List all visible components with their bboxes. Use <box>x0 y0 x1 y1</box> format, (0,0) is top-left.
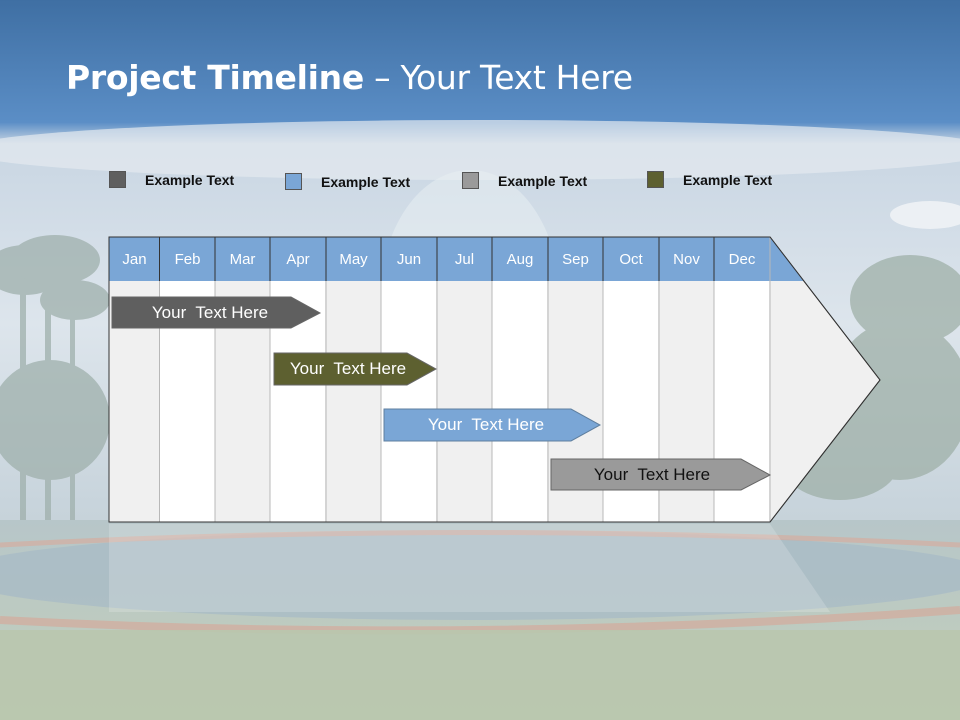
task-bar <box>111 296 322 329</box>
month-label: Jul <box>454 250 475 268</box>
legend-swatch <box>285 173 302 190</box>
title-bold: Project Timeline <box>66 58 364 97</box>
month-label: Jan <box>122 250 147 268</box>
legend-item: Example Text <box>285 173 410 190</box>
month-label: Aug <box>506 250 534 268</box>
month-label: Sep <box>562 250 589 268</box>
legend-item: Example Text <box>647 171 772 188</box>
legend-label: Example Text <box>321 173 411 190</box>
legend-swatch <box>462 172 479 189</box>
legend-label: Example Text <box>683 171 773 188</box>
task-bar-label: Your Text Here <box>289 359 407 378</box>
month-label: May <box>339 250 368 268</box>
header-dividers <box>159 237 715 281</box>
task-bar-label: Your Text Here <box>151 302 269 322</box>
task-bar <box>383 408 602 442</box>
title-rest: – Your Text Here <box>363 58 633 97</box>
month-label: Jun <box>396 250 422 268</box>
month-label: Apr <box>286 250 310 268</box>
legend-item: Example Text <box>109 171 234 188</box>
task-bar-label: Your Text Here <box>593 464 711 484</box>
month-label: Dec <box>728 250 756 268</box>
task-bar <box>550 458 772 491</box>
month-label: Mar <box>229 250 256 268</box>
legend-label: Example Text <box>145 171 235 188</box>
timeline-reflection <box>109 524 830 612</box>
legend-label: Example Text <box>498 172 588 189</box>
legend-swatch <box>109 171 126 188</box>
legend-item: Example Text <box>462 172 587 189</box>
month-header <box>109 237 804 281</box>
task-bar <box>273 352 438 386</box>
page-title: Project Timeline – Your Text Here <box>66 58 633 97</box>
month-label: Feb <box>174 250 201 268</box>
month-label: Nov <box>673 250 700 268</box>
month-label: Oct <box>619 250 643 268</box>
task-bar-label: Your Text Here <box>427 415 545 434</box>
legend-swatch <box>647 171 664 188</box>
